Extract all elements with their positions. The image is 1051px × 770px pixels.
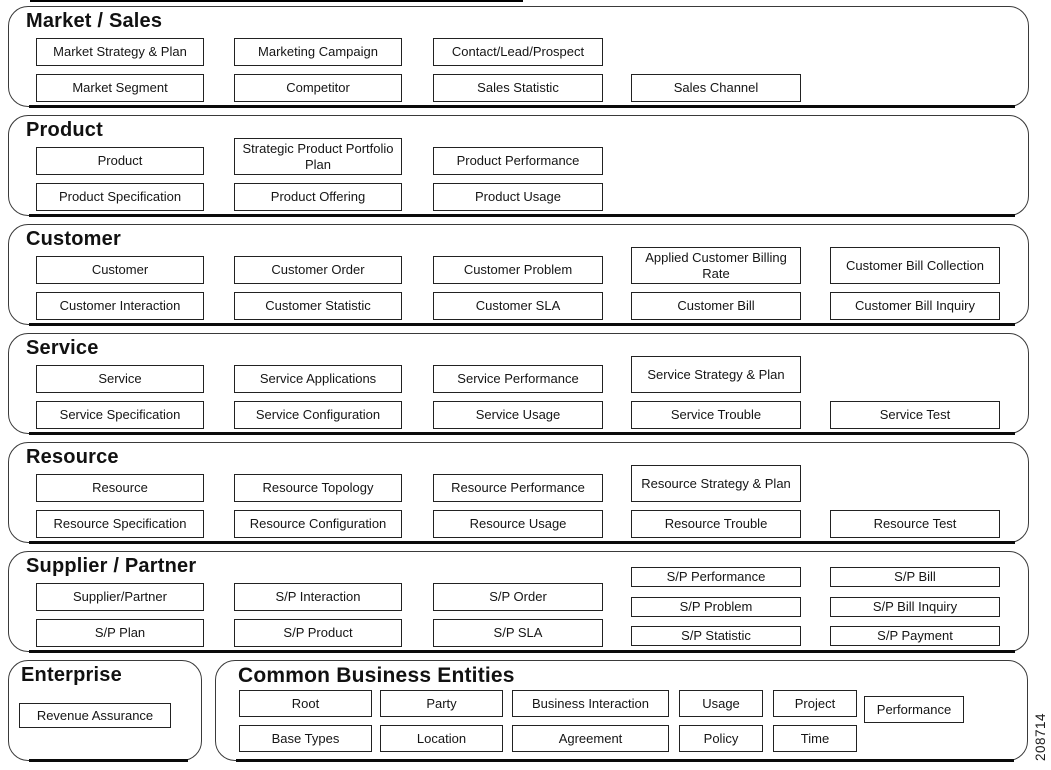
entity-box-s-p-sla: S/P SLA	[433, 619, 603, 647]
entity-box-s-p-performance: S/P Performance	[631, 567, 801, 587]
section-title-resource: Resource	[26, 446, 119, 468]
section-title-enterprise: Enterprise	[21, 664, 122, 686]
entity-box-product-offering: Product Offering	[234, 183, 402, 211]
entity-box-competitor: Competitor	[234, 74, 402, 102]
entity-box-customer-interaction: Customer Interaction	[36, 292, 204, 320]
entity-box-customer-problem: Customer Problem	[433, 256, 603, 284]
entity-box-applied-customer-billing-rate: Applied Customer Billing Rate	[631, 247, 801, 284]
entity-box-customer-statistic: Customer Statistic	[234, 292, 402, 320]
entity-box-base-types: Base Types	[239, 725, 372, 752]
section-title-supplier-partner: Supplier / Partner	[26, 555, 197, 577]
entity-box-root: Root	[239, 690, 372, 717]
entity-box-resource-trouble: Resource Trouble	[631, 510, 801, 538]
entity-box-business-interaction: Business Interaction	[512, 690, 669, 717]
entity-box-s-p-product: S/P Product	[234, 619, 402, 647]
entity-box-s-p-plan: S/P Plan	[36, 619, 204, 647]
entity-box-sales-channel: Sales Channel	[631, 74, 801, 102]
entity-box-party: Party	[380, 690, 503, 717]
entity-box-service-trouble: Service Trouble	[631, 401, 801, 429]
entity-box-resource-strategy-and-plan: Resource Strategy & Plan	[631, 465, 801, 502]
entity-box-service-applications: Service Applications	[234, 365, 402, 393]
section-title-product: Product	[26, 119, 103, 141]
section-title-customer: Customer	[26, 228, 121, 250]
entity-box-product-performance: Product Performance	[433, 147, 603, 175]
entity-box-marketing-campaign: Marketing Campaign	[234, 38, 402, 66]
entity-box-product-usage: Product Usage	[433, 183, 603, 211]
entity-box-service-performance: Service Performance	[433, 365, 603, 393]
entity-box-resource-performance: Resource Performance	[433, 474, 603, 502]
entity-box-resource: Resource	[36, 474, 204, 502]
entity-box-s-p-payment: S/P Payment	[830, 626, 1000, 646]
entity-box-revenue-assurance: Revenue Assurance	[19, 703, 171, 728]
entity-box-market-segment: Market Segment	[36, 74, 204, 102]
entity-box-customer-bill-collection: Customer Bill Collection	[830, 247, 1000, 284]
entity-box-agreement: Agreement	[512, 725, 669, 752]
entity-box-sales-statistic: Sales Statistic	[433, 74, 603, 102]
section-title-market-sales: Market / Sales	[26, 10, 163, 32]
entity-box-location: Location	[380, 725, 503, 752]
section-title-service: Service	[26, 337, 99, 359]
entity-box-resource-configuration: Resource Configuration	[234, 510, 402, 538]
entity-box-s-p-statistic: S/P Statistic	[631, 626, 801, 646]
entity-box-performance: Performance	[864, 696, 964, 723]
entity-box-customer-bill: Customer Bill	[631, 292, 801, 320]
entity-box-s-p-bill-inquiry: S/P Bill Inquiry	[830, 597, 1000, 617]
entity-box-s-p-problem: S/P Problem	[631, 597, 801, 617]
entity-box-service: Service	[36, 365, 204, 393]
entity-box-time: Time	[773, 725, 857, 752]
entity-box-customer-order: Customer Order	[234, 256, 402, 284]
entity-box-product: Product	[36, 147, 204, 175]
entity-box-product-specification: Product Specification	[36, 183, 204, 211]
entity-box-market-strategy-and-plan: Market Strategy & Plan	[36, 38, 204, 66]
entity-box-policy: Policy	[679, 725, 763, 752]
entity-box-resource-specification: Resource Specification	[36, 510, 204, 538]
entity-box-resource-test: Resource Test	[830, 510, 1000, 538]
entity-box-customer-bill-inquiry: Customer Bill Inquiry	[830, 292, 1000, 320]
entity-box-service-usage: Service Usage	[433, 401, 603, 429]
entity-box-service-specification: Service Specification	[36, 401, 204, 429]
entity-box-resource-usage: Resource Usage	[433, 510, 603, 538]
entity-box-customer: Customer	[36, 256, 204, 284]
entity-box-contact-lead-prospect: Contact/Lead/Prospect	[433, 38, 603, 66]
section-title-common-business-entities: Common Business Entities	[238, 664, 515, 687]
entity-box-project: Project	[773, 690, 857, 717]
entity-box-service-strategy-and-plan: Service Strategy & Plan	[631, 356, 801, 393]
entity-box-supplier-partner: Supplier/Partner	[36, 583, 204, 611]
entity-box-customer-sla: Customer SLA	[433, 292, 603, 320]
entity-box-usage: Usage	[679, 690, 763, 717]
entity-box-service-configuration: Service Configuration	[234, 401, 402, 429]
entity-box-s-p-interaction: S/P Interaction	[234, 583, 402, 611]
entity-box-service-test: Service Test	[830, 401, 1000, 429]
entity-box-strategic-product-portfolio-plan: Strategic Product Portfolio Plan	[234, 138, 402, 175]
top-crop-line	[30, 0, 523, 2]
entity-box-resource-topology: Resource Topology	[234, 474, 402, 502]
entity-box-s-p-bill: S/P Bill	[830, 567, 1000, 587]
entity-box-s-p-order: S/P Order	[433, 583, 603, 611]
figure-number: 208714	[1033, 712, 1048, 761]
